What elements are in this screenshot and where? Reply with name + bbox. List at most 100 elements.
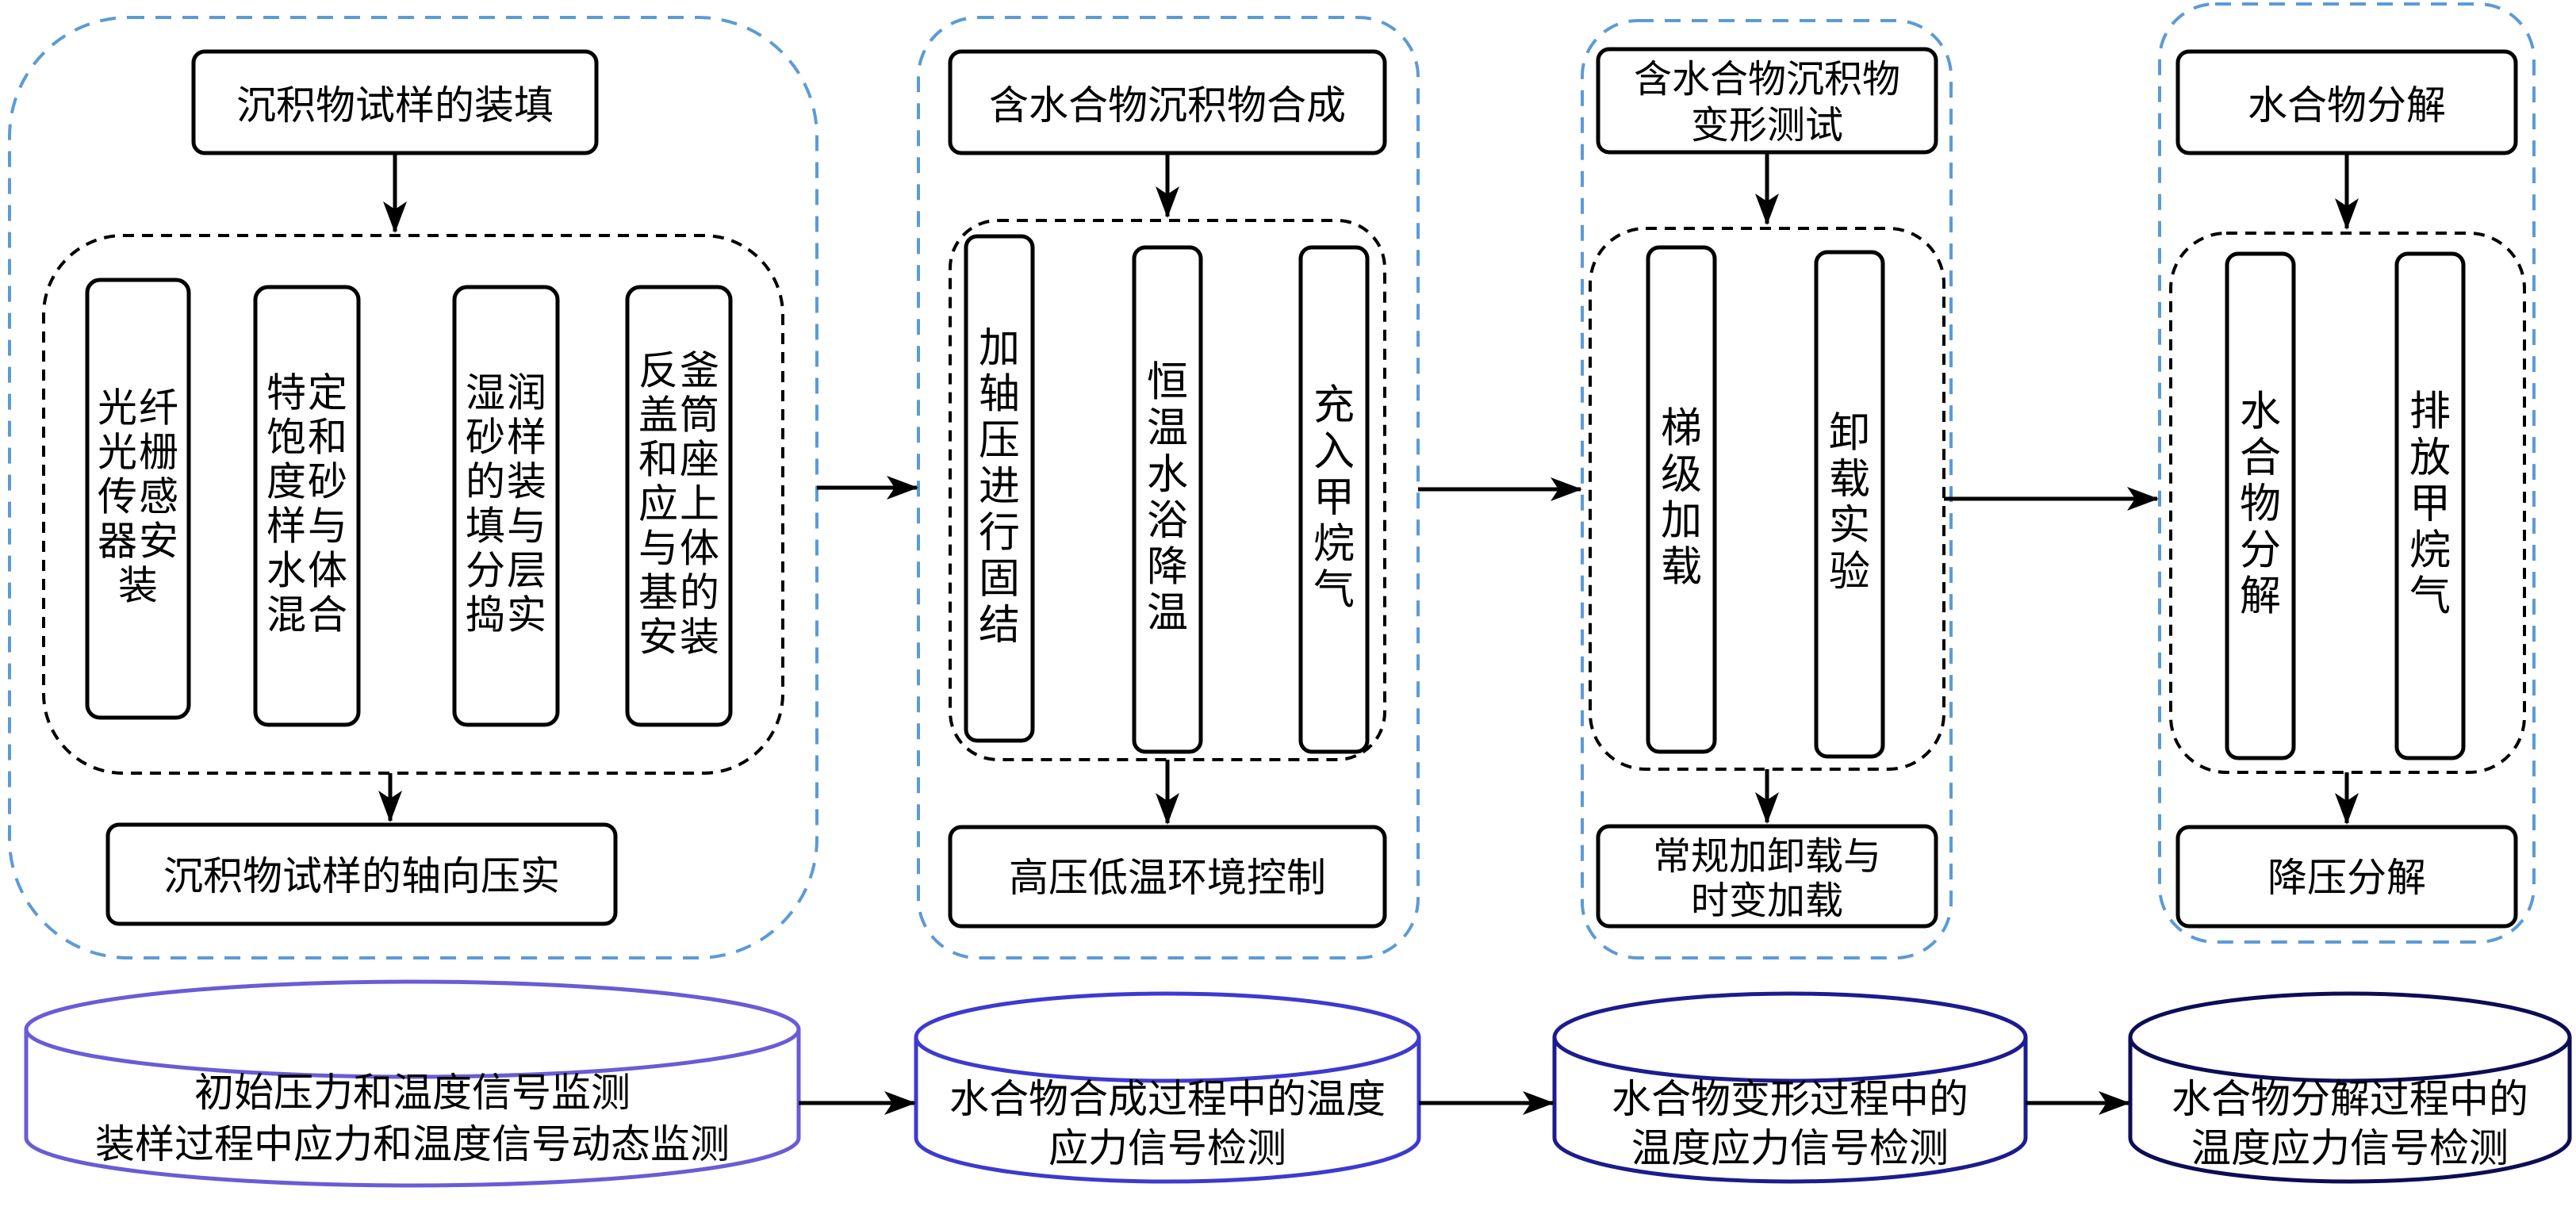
vbox-char: 固 — [979, 556, 1020, 603]
vbox-char: 梯 — [1661, 405, 1702, 453]
vbox-char: 验 — [1829, 548, 1870, 596]
vbox-char: 卸 — [1829, 410, 1870, 458]
vbox-char: 合 — [308, 592, 347, 638]
vbox-char: 纤 — [139, 385, 178, 431]
vbox-char: 水 — [1147, 451, 1188, 499]
stage4-vbox-2 — [2394, 251, 2466, 760]
stage3-group — [1589, 227, 1945, 771]
cylinder-4-line1: 水合物分解过程中的 — [2172, 1076, 2528, 1122]
stage2-bottom-box — [948, 825, 1387, 929]
vbox-char: 安 — [139, 519, 178, 565]
stage4-bottom: 降压分解 — [2267, 855, 2426, 901]
vbox-char: 的 — [680, 570, 719, 616]
vbox-char: 和 — [308, 415, 347, 461]
stage4-group — [2169, 232, 2526, 774]
stage1-vbox-3 — [452, 285, 560, 727]
vbox-char: 放 — [2409, 435, 2451, 482]
stage3-bottom-box — [1596, 824, 1938, 929]
vbox-char: 行 — [979, 509, 1020, 557]
stage1-vbox-1-text: 光纤光栅传感器安装 — [98, 385, 178, 609]
vbox-char: 降 — [1147, 543, 1188, 591]
vbox-char: 温 — [1147, 405, 1188, 453]
stage-panel-2 — [917, 16, 1420, 959]
vbox-char: 入 — [1313, 428, 1355, 476]
vbox-char: 填 — [466, 504, 505, 550]
vbox-char: 充 — [1313, 382, 1355, 430]
stage1-vbox-2 — [253, 285, 361, 727]
vbox-char: 样 — [266, 504, 306, 550]
vbox-char: 载 — [1661, 543, 1702, 591]
cylinder-2-line1: 水合物合成过程中的温度 — [949, 1076, 1386, 1122]
vbox-char: 甲 — [2409, 481, 2451, 528]
stage3-vbox-2 — [1814, 250, 1885, 759]
vbox-char: 体 — [680, 526, 719, 572]
vbox-char: 进 — [979, 463, 1020, 511]
cylinder-2-line2: 应力信号检测 — [1048, 1125, 1286, 1171]
stage-panel-3 — [1581, 19, 1953, 959]
vbox-char: 与 — [308, 504, 347, 550]
vbox-char: 级 — [1661, 451, 1702, 499]
stage4-bottom-box — [2175, 825, 2518, 929]
vbox-char: 装 — [680, 615, 719, 661]
stage1-vbox-4 — [625, 285, 733, 727]
vbox-char: 釜 — [680, 348, 719, 394]
stage3-bottom-line2: 时变加载 — [1691, 879, 1843, 923]
stage3-title-line2: 变形测试 — [1691, 103, 1843, 147]
vbox-char: 上 — [680, 481, 719, 527]
stage4-title: 水合物分解 — [2248, 82, 2446, 128]
stage1-vbox-2-text: 特定饱和度砂样与水体混合 — [266, 370, 347, 638]
vbox-char: 栅 — [139, 430, 178, 476]
vbox-char: 压 — [979, 417, 1020, 465]
vbox-char: 分 — [2240, 527, 2281, 574]
stage1-vbox-3-text: 湿润砂样的装填与分层捣实 — [466, 370, 546, 638]
vbox-char: 恒 — [1147, 358, 1188, 406]
stage4-vbox-1-text: 水合物分解 — [2240, 389, 2281, 621]
vbox-char: 浴 — [1147, 497, 1188, 545]
vbox-char: 水 — [266, 548, 306, 594]
vbox-char: 与 — [638, 526, 678, 572]
vbox-char: 轴 — [979, 371, 1020, 419]
vbox-char: 和 — [638, 437, 678, 483]
vbox-char: 座 — [680, 437, 719, 483]
stage1-group — [42, 234, 784, 775]
vbox-char: 解 — [2240, 573, 2281, 621]
vbox-char: 定 — [308, 370, 347, 416]
vbox-char: 装 — [507, 459, 546, 505]
vbox-char: 安 — [638, 615, 678, 661]
stage1-vbox-1 — [85, 278, 191, 720]
vbox-char: 湿 — [466, 370, 505, 416]
vbox-char: 的 — [466, 459, 505, 505]
vbox-char: 砂 — [308, 459, 347, 505]
stage2-title: 含水合物沉积物合成 — [989, 82, 1346, 128]
vbox-char: 气 — [2409, 573, 2451, 621]
vbox-char: 光 — [98, 430, 137, 476]
vbox-char: 温 — [1147, 590, 1188, 638]
vbox-char: 反 — [638, 348, 678, 394]
stage1-vbox-4-text: 反釜盖筒和座应上与体基的安装 — [638, 348, 719, 661]
vbox-char: 合 — [2240, 435, 2281, 482]
cylinder-3-line2: 温度应力信号检测 — [1631, 1125, 1949, 1171]
vbox-char: 砂 — [466, 415, 505, 461]
stage3-title-line1: 含水合物沉积物 — [1634, 57, 1900, 102]
vbox-char: 结 — [979, 602, 1020, 649]
stage1-bottom: 沉积物试样的轴向压实 — [163, 853, 560, 899]
vbox-char: 感 — [139, 474, 178, 520]
vbox-char: 实 — [1829, 502, 1870, 550]
cylinder-1 — [24, 979, 801, 1188]
vbox-char: 气 — [1313, 567, 1355, 615]
vbox-char: 捣 — [466, 592, 505, 638]
cylinder-1-line1: 初始压力和温度信号监测 — [194, 1070, 631, 1116]
vbox-char: 筒 — [680, 393, 719, 439]
vbox-char: 光 — [98, 385, 137, 431]
stage3-bottom-line1: 常规加卸载与 — [1653, 834, 1881, 879]
vbox-char: 应 — [638, 481, 678, 527]
vbox-char: 盖 — [638, 393, 678, 439]
stage2-vbox-2 — [1132, 245, 1203, 754]
